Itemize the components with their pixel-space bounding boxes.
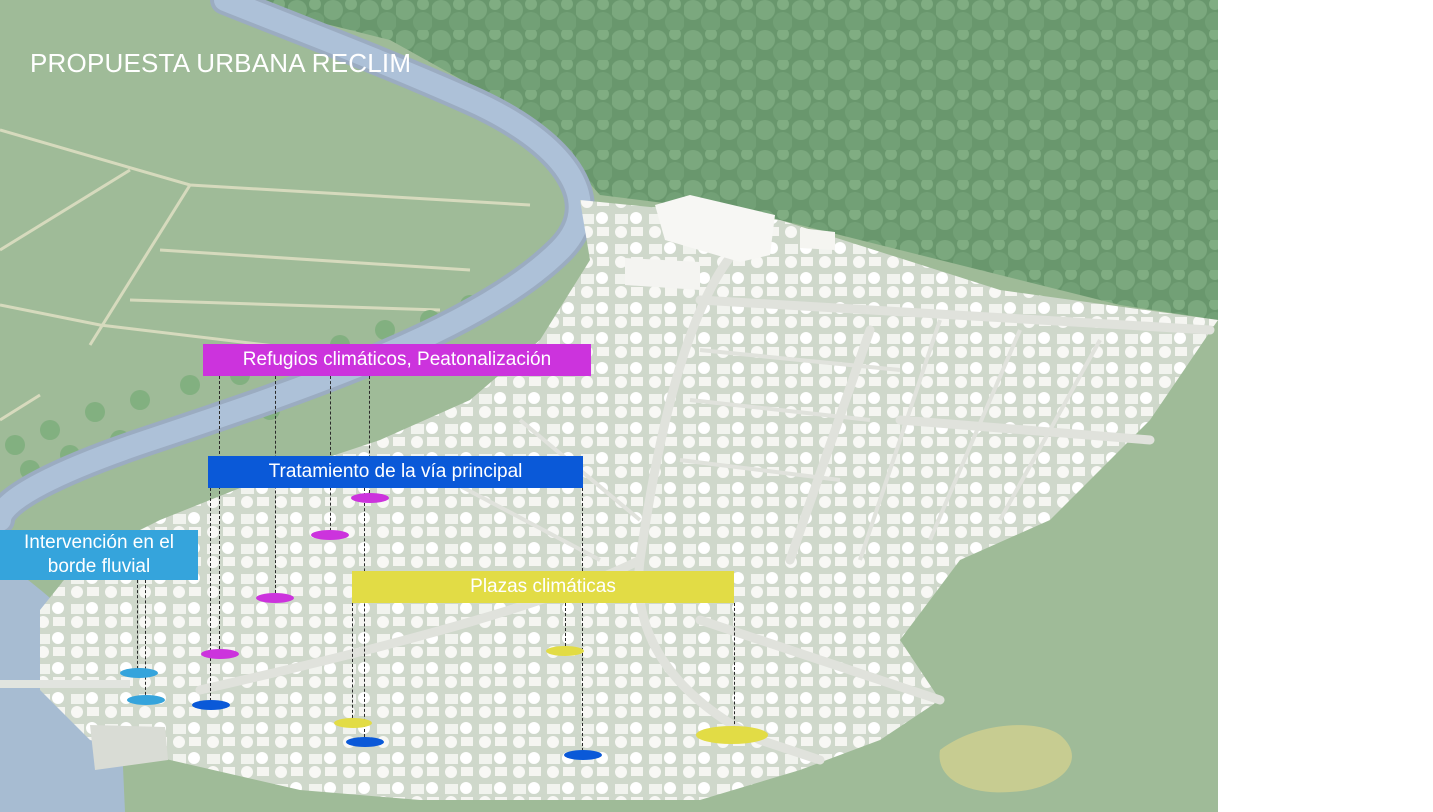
leader-line <box>145 580 146 700</box>
leader-line <box>734 603 735 734</box>
borde-marker[interactable] <box>127 695 165 705</box>
leader-line <box>364 488 365 742</box>
map-illustration <box>0 0 1218 812</box>
minor-streets <box>429 319 1102 562</box>
bridge <box>0 680 130 688</box>
refugio-marker[interactable] <box>201 649 239 659</box>
town-area <box>40 200 1218 800</box>
leader-line <box>352 603 353 723</box>
label-borde-fluvial[interactable]: Intervención en el borde fluvial <box>0 530 198 580</box>
via-marker[interactable] <box>192 700 230 710</box>
refugio-marker[interactable] <box>311 530 349 540</box>
label-via-principal[interactable]: Tratamiento de la vía principal <box>208 456 583 488</box>
plaza-marker-large[interactable] <box>696 726 768 744</box>
leader-line <box>210 488 211 706</box>
leader-line <box>219 376 220 654</box>
borde-marker[interactable] <box>120 668 158 678</box>
plaza-marker[interactable] <box>546 646 584 656</box>
meadow-patch <box>939 725 1072 793</box>
riverside-building <box>90 725 168 770</box>
leader-line <box>582 488 583 756</box>
leader-line <box>137 580 138 674</box>
page-title: PROPUESTA URBANA RECLIM <box>30 48 412 78</box>
label-refugios[interactable]: Refugios climáticos, Peatonalización <box>203 344 591 376</box>
river <box>0 0 591 531</box>
large-building <box>655 195 775 262</box>
via-marker[interactable] <box>346 737 384 747</box>
leader-line <box>565 603 566 651</box>
leader-line <box>369 376 370 498</box>
streets <box>195 240 1215 765</box>
refugio-marker[interactable] <box>256 593 294 603</box>
aerial-map: PROPUESTA URBANA RECLIM Refugios climáti… <box>0 0 1218 812</box>
refugio-marker[interactable] <box>351 493 389 503</box>
field-paths <box>0 128 531 422</box>
forest-area <box>230 0 1218 320</box>
label-plazas[interactable]: Plazas climáticas <box>352 571 734 603</box>
via-marker[interactable] <box>564 750 602 760</box>
plaza-marker[interactable] <box>334 718 372 728</box>
